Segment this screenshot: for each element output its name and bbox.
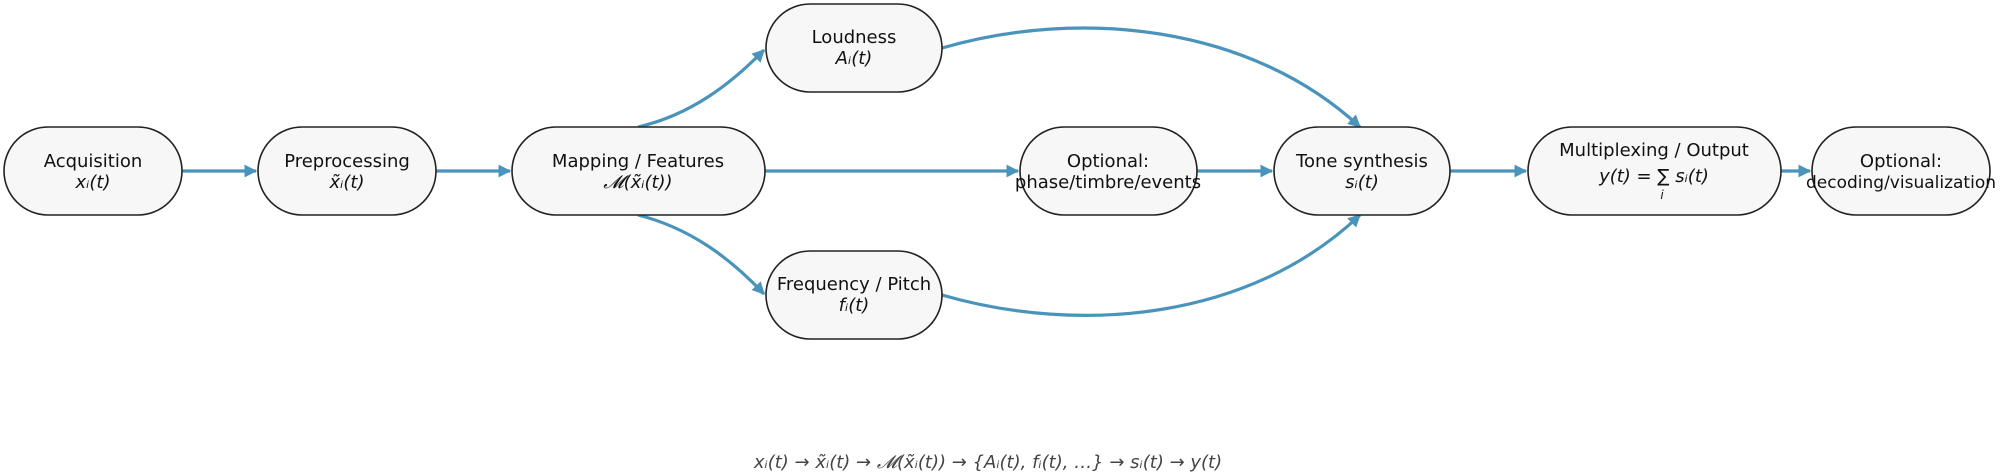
node-output-title: Multiplexing / Output xyxy=(1559,140,1749,161)
node-optional-decoding-label: decoding/visualization xyxy=(1806,173,1996,193)
node-optional-phase-title: Optional: xyxy=(1067,151,1149,172)
node-optional-decoding-title: Optional: xyxy=(1860,151,1942,172)
node-optional-phase: Optional: phase/timbre/events xyxy=(1015,126,1201,216)
node-output-formula: y(t) = ∑ sᵢ(t) xyxy=(1598,166,1709,187)
node-mapping-title: Mapping / Features xyxy=(552,151,724,172)
node-frequency-formula: fᵢ(t) xyxy=(839,295,870,316)
edge-mapping-loudness xyxy=(637,48,766,129)
node-mapping-formula: 𝓜(x̃ᵢ(t)) xyxy=(603,172,672,193)
node-frequency: Frequency / Pitch fᵢ(t) xyxy=(765,250,943,340)
node-preprocessing: Preprocessing x̃ᵢ(t) xyxy=(257,126,437,216)
node-tone-synthesis: Tone synthesis sᵢ(t) xyxy=(1273,126,1451,216)
node-acquisition-formula: xᵢ(t) xyxy=(75,172,111,193)
node-loudness-title: Loudness xyxy=(812,27,897,48)
node-loudness: Loudness Aᵢ(t) xyxy=(765,3,943,93)
node-optional-phase-label: phase/timbre/events xyxy=(1015,172,1201,193)
node-loudness-formula: Aᵢ(t) xyxy=(835,48,873,69)
node-acquisition-title: Acquisition xyxy=(44,151,143,172)
edge-frequency-tone xyxy=(941,213,1362,317)
node-optional-decoding: Optional: decoding/visualization xyxy=(1806,126,1996,216)
node-output-sum-index: i xyxy=(1660,188,1664,202)
node-preprocessing-title: Preprocessing xyxy=(284,151,410,172)
edges xyxy=(182,26,1812,317)
node-frequency-title: Frequency / Pitch xyxy=(777,274,931,295)
edge-mapping-frequency xyxy=(637,213,766,296)
node-acquisition: Acquisition xᵢ(t) xyxy=(3,126,183,216)
node-tone-synthesis-formula: sᵢ(t) xyxy=(1345,172,1379,193)
node-preprocessing-formula: x̃ᵢ(t) xyxy=(329,172,365,193)
node-tone-synthesis-title: Tone synthesis xyxy=(1295,151,1428,172)
edge-loudness-tone xyxy=(941,26,1362,129)
node-output: Multiplexing / Output y(t) = ∑ sᵢ(t) i xyxy=(1527,126,1782,216)
pipeline-caption: xᵢ(t) → x̃ᵢ(t) → 𝓜(x̃ᵢ(t)) → {Aᵢ(t), fᵢ(… xyxy=(753,452,1222,473)
node-mapping: Mapping / Features 𝓜(x̃ᵢ(t)) xyxy=(511,126,766,216)
